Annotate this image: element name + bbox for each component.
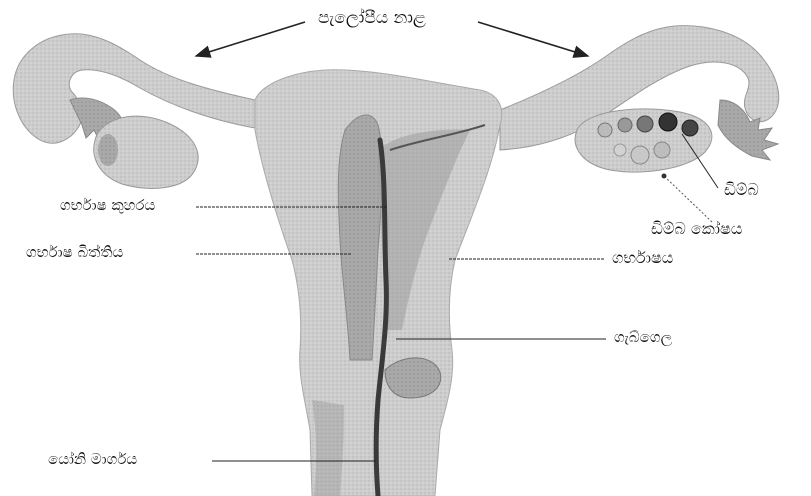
ovum-follicle (659, 113, 677, 131)
vagina-left-wall (312, 400, 344, 496)
label-ovary: ඩිම්බ කෝෂය (651, 221, 742, 237)
pointer-fallopian-left (196, 22, 305, 56)
pointer-ovary (664, 176, 712, 222)
pointer-fallopian-right (478, 22, 588, 56)
label-cervix: ගැබ්ගෙල (614, 330, 672, 345)
label-uterine-cavity: ගර්භාෂ කුහරය (60, 198, 155, 213)
ovum-follicle (654, 142, 670, 158)
label-ovum: ඩිම්බ (724, 182, 759, 198)
label-uterus: ගර්භාෂය (612, 250, 673, 266)
ovum-follicle (631, 146, 649, 164)
ovum-follicle (614, 144, 626, 156)
ovum-follicle (682, 120, 698, 136)
label-fallopian-tubes: පැලෝපීය නාළ (318, 10, 426, 27)
label-vagina: යෝනි මාර්ගය (48, 452, 137, 467)
left-ovary-shadow (98, 134, 118, 166)
ovum-follicle (618, 118, 632, 132)
pointer-ovary-dot (662, 174, 667, 179)
cervix-bulge (385, 358, 441, 398)
ovum-follicle (637, 116, 653, 132)
ovum-follicle (598, 123, 612, 137)
label-uterine-wall: ගර්භාෂ බිත්තිය (26, 245, 123, 260)
